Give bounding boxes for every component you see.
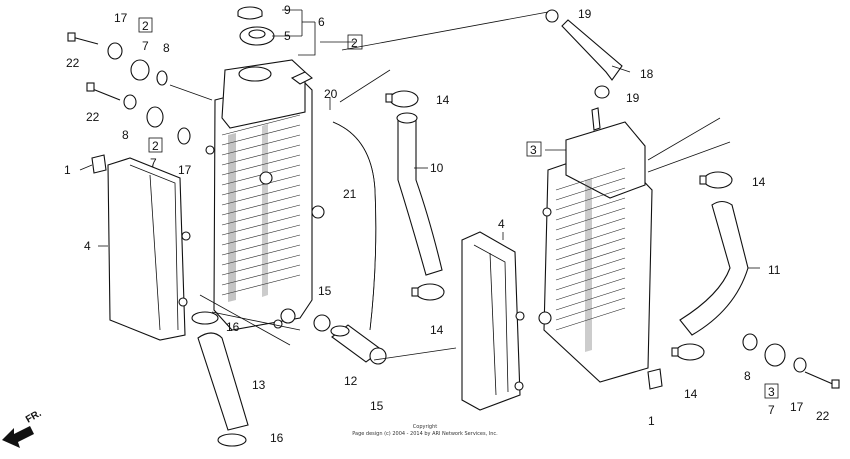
- right-radiator-core: [555, 167, 626, 352]
- callout-5: 5: [284, 29, 291, 43]
- callout-16: 16: [270, 431, 284, 445]
- upper-hose-right: [679, 200, 749, 336]
- callout-14: 14: [752, 175, 766, 189]
- left-radiator: [205, 59, 325, 331]
- callout-19: 19: [626, 91, 640, 105]
- callout-20: 20: [324, 87, 338, 101]
- callout-16: 16: [226, 320, 240, 334]
- callout-2: 2: [152, 139, 159, 153]
- callout-22: 22: [66, 56, 80, 70]
- callout-17: 17: [178, 163, 192, 177]
- clamp-14-c: [699, 171, 733, 189]
- callout-15: 15: [370, 399, 384, 413]
- clamp-16-a: [191, 311, 219, 325]
- clamp-15-b: [369, 347, 387, 365]
- left-mount-hardware: [67, 32, 191, 174]
- callout-3: 3: [768, 385, 775, 399]
- breather-tube-inner: [332, 121, 377, 331]
- callout-1: 1: [64, 163, 71, 177]
- hose-clamp-upper-left: [385, 90, 419, 108]
- callout-13: 13: [252, 378, 266, 392]
- callout-14: 14: [436, 93, 450, 107]
- callout-17: 17: [790, 400, 804, 414]
- callout-18: 18: [640, 67, 654, 81]
- callout-1: 1: [648, 414, 655, 428]
- callout-15: 15: [318, 284, 332, 298]
- callout-7: 7: [768, 403, 775, 417]
- callout-12: 12: [344, 374, 358, 388]
- overflow-hose: [561, 19, 623, 81]
- callout-22: 22: [86, 110, 100, 124]
- front-direction-arrow: FR.: [2, 408, 44, 448]
- clamp-16-b: [217, 433, 247, 447]
- clamp-19-b: [594, 85, 610, 99]
- callout-11: 11: [768, 263, 781, 277]
- right-shroud: [461, 231, 525, 411]
- clamp-19-a: [545, 9, 559, 23]
- upper-hose-left: [396, 112, 443, 276]
- right-mount-hardware: [647, 333, 840, 390]
- copyright-title: Copyright: [413, 424, 437, 430]
- cap-seal: [239, 26, 275, 46]
- lower-hose-left: [197, 332, 249, 431]
- callout-labels: 22 17 2 7 8 9 5 6 2 22 8 2 7 17 1 4 20 1…: [64, 3, 830, 445]
- left-radiator-core: [221, 114, 301, 302]
- copyright-text: Page design (c) 2004 - 2014 by ARI Netwo…: [352, 431, 498, 437]
- clamp-14-d: [671, 343, 705, 361]
- hose-clamp-lower-left: [411, 283, 445, 301]
- callout-14: 14: [684, 387, 698, 401]
- box-frames: [138, 17, 779, 399]
- breather-tube: [332, 121, 377, 331]
- leader-lines: [79, 9, 760, 361]
- callout-21: 21: [343, 187, 357, 201]
- callout-7: 7: [150, 156, 157, 170]
- callout-2: 2: [351, 36, 358, 50]
- callout-19: 19: [578, 7, 592, 21]
- callout-8: 8: [122, 128, 129, 142]
- callout-6: 6: [318, 15, 325, 29]
- callout-17: 17: [114, 11, 128, 25]
- callout-22: 22: [816, 409, 830, 423]
- callout-8: 8: [163, 41, 170, 55]
- left-shroud: [107, 157, 191, 341]
- callout-2: 2: [142, 19, 149, 33]
- callout-10: 10: [430, 161, 444, 175]
- callout-3: 3: [530, 143, 537, 157]
- callout-4: 4: [84, 239, 91, 253]
- right-radiator: [538, 107, 653, 383]
- callout-9: 9: [284, 3, 291, 17]
- front-label: FR.: [24, 408, 44, 426]
- clamp-15-a: [313, 314, 331, 332]
- callout-4: 4: [498, 217, 505, 231]
- callout-7: 7: [142, 39, 149, 53]
- callout-8: 8: [744, 369, 751, 383]
- radiator-cap: [237, 6, 263, 20]
- callout-14: 14: [430, 323, 444, 337]
